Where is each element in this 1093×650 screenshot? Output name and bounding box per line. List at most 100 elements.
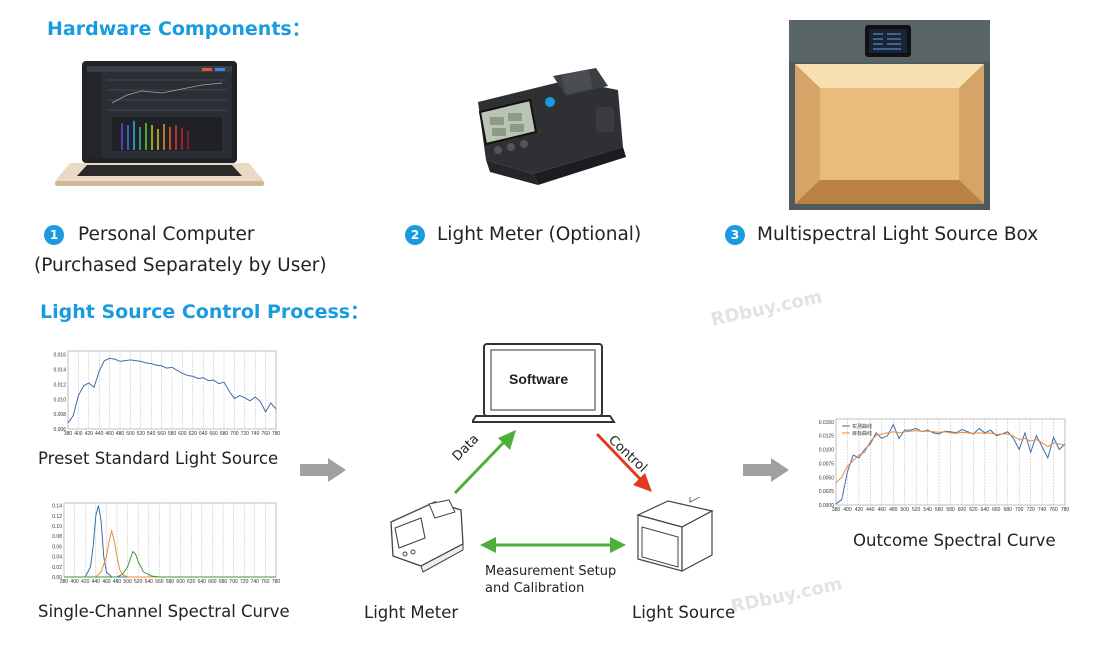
legend-label: 目标曲线 [852,430,872,437]
x-tick-label: 520 [912,507,921,513]
x-tick-label: 420 [855,507,864,513]
watermark-2: RDbuy.com [729,573,845,618]
watermark-1: RDbuy.com [709,286,825,331]
x-tick-label: 700 [1015,507,1024,513]
x-tick-label: 700 [229,579,238,585]
hardware-title: Hardware Components： [47,18,311,40]
x-tick-label: 740 [251,579,260,585]
hardware-item-3-label: Multispectral Light Source Box [757,224,1039,245]
x-tick-label: 720 [1026,507,1035,513]
single-caption: Single-Channel Spectral Curve [38,602,290,621]
y-tick-label: 0.0100 [819,448,835,454]
x-tick-label: 380 [832,507,841,513]
y-tick-label: 0.012 [53,382,66,388]
x-tick-label: 580 [166,579,175,585]
series-line [835,430,1066,484]
x-tick-label: 680 [1004,507,1013,513]
x-tick-label: 740 [251,431,260,437]
x-tick-label: 440 [95,431,104,437]
flow-arrows [453,430,652,553]
y-tick-label: 0.0050 [819,475,835,481]
software-laptop-icon [472,343,616,423]
light-source-caption: Light Source [632,603,736,622]
x-tick-label: 480 [113,579,122,585]
x-tick-label: 600 [958,507,967,513]
hardware-item-1: 1 Personal Computer [44,224,255,245]
x-tick-label: 620 [969,507,978,513]
hardware-item-1-label: Personal Computer [78,224,255,245]
y-tick-label: 0.016 [53,353,66,359]
x-tick-label: 640 [199,431,208,437]
y-tick-label: 0.08 [52,534,62,540]
x-tick-label: 540 [145,579,154,585]
x-tick-label: 600 [176,579,185,585]
x-tick-label: 760 [1049,507,1058,513]
x-tick-label: 660 [992,507,1001,513]
x-tick-label: 460 [878,507,887,513]
y-tick-label: 0.06 [52,544,62,550]
y-tick-label: 0.02 [52,565,62,571]
x-tick-label: 540 [923,507,932,513]
y-tick-label: 0.008 [53,412,66,418]
x-tick-label: 520 [134,579,143,585]
hardware-item-1-sub: (Purchased Separately by User) [34,255,327,276]
light-meter-outline-icon [390,499,464,573]
x-tick-label: 640 [981,507,990,513]
measurement-label-line1: Measurement Setup [485,564,617,579]
x-tick-label: 640 [198,579,207,585]
x-tick-label: 600 [178,431,187,437]
x-tick-label: 760 [261,579,270,585]
x-tick-label: 560 [157,431,166,437]
y-tick-label: 0.010 [53,397,66,403]
y-tick-label: 0.04 [52,555,62,561]
x-tick-label: 720 [241,431,250,437]
x-tick-label: 520 [137,431,146,437]
x-tick-label: 380 [64,431,73,437]
x-tick-label: 760 [261,431,270,437]
series-line [67,357,277,424]
x-tick-label: 500 [126,431,135,437]
x-tick-label: 680 [219,579,228,585]
y-tick-label: 0.0000 [819,503,835,509]
y-tick-label: 0.014 [53,368,66,374]
x-tick-label: 540 [147,431,156,437]
data-arrow-head-icon [498,430,516,450]
laptop-image [55,61,264,186]
x-tick-label: 580 [946,507,955,513]
x-tick-label: 440 [866,507,875,513]
x-tick-label: 500 [123,579,132,585]
x-tick-label: 780 [1061,507,1070,513]
x-tick-label: 560 [155,579,164,585]
x-tick-label: 380 [60,579,69,585]
software-label: Software [509,371,569,387]
number-badge-1: 1 [44,225,64,245]
x-tick-label: 620 [187,579,196,585]
right-arrow-head-icon [610,537,626,553]
light-meter-image [478,68,626,185]
y-tick-label: 0.0125 [819,434,835,440]
x-tick-label: 400 [74,431,83,437]
number-badge-2: 2 [405,225,425,245]
legend-label: 实测曲线 [852,423,872,430]
x-tick-label: 440 [92,579,101,585]
outcome-caption: Outcome Spectral Curve [853,531,1056,550]
x-tick-label: 680 [220,431,229,437]
x-tick-label: 560 [935,507,944,513]
right-arrow-icon-2 [743,458,789,482]
x-tick-label: 400 [70,579,79,585]
x-tick-label: 460 [105,431,114,437]
x-tick-label: 500 [901,507,910,513]
x-tick-label: 660 [209,431,218,437]
x-tick-label: 700 [230,431,239,437]
process-title: Light Source Control Process： [40,301,370,323]
x-tick-label: 720 [240,579,249,585]
x-tick-label: 480 [889,507,898,513]
y-tick-label: 0.00 [52,575,62,581]
light-box-image [789,20,990,210]
y-tick-label: 0.10 [52,524,62,530]
x-tick-label: 580 [168,431,177,437]
x-tick-label: 420 [81,579,90,585]
